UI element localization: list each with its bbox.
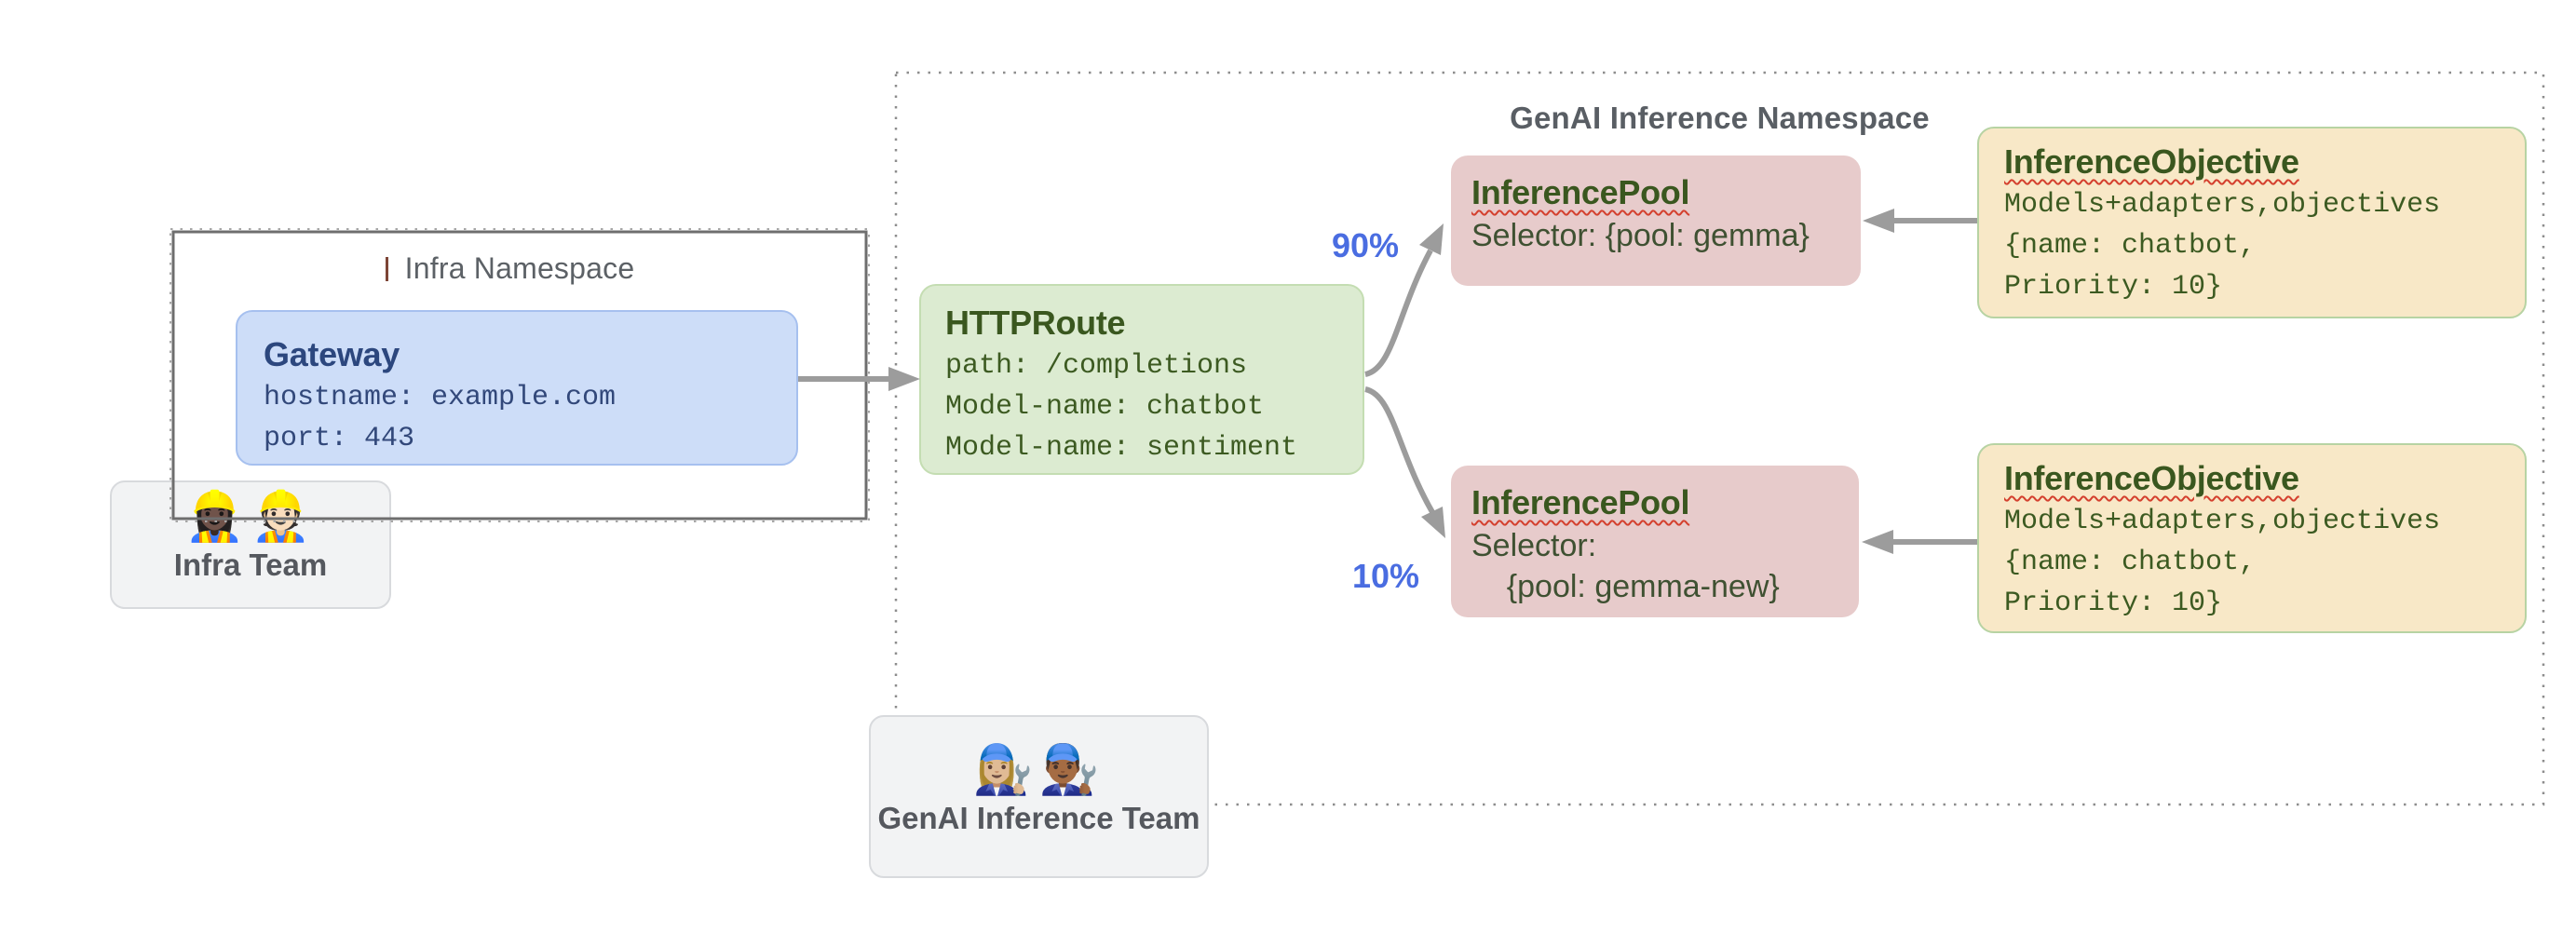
gateway-node: Gateway hostname: example.com port: 443 <box>236 310 798 466</box>
inference-objective-title: InferenceObjective <box>2004 142 2299 181</box>
weight-90-label: 90% <box>1332 226 1400 264</box>
objective-models-line: Models+adapters,objectives <box>2004 189 2441 221</box>
gateway-title: Gateway <box>264 335 400 373</box>
arrowhead-left <box>1863 209 1894 233</box>
gateway-port: port: 443 <box>264 423 415 454</box>
objective-name-line: {name: chatbot, <box>2004 547 2257 578</box>
inference-pool-gemma-new-node: InferencePool Selector: {pool: gemma-new… <box>1451 466 1859 617</box>
inference-objective-title: InferenceObjective <box>2004 459 2299 497</box>
inference-pool-gemma-node: InferencePool Selector: {pool: gemma} <box>1451 156 1861 286</box>
inference-pool-selector: Selector: <box>1471 528 1597 563</box>
infra-team-box: 👷🏿‍♀️👷🏻 Infra Team <box>110 480 391 609</box>
arrowhead-right <box>888 367 920 391</box>
construction-worker-emojis: 👷🏿‍♀️👷🏻 <box>184 490 317 544</box>
httproute-model-sentiment: Model-name: sentiment <box>945 432 1298 464</box>
httproute-model-chatbot: Model-name: chatbot <box>945 391 1265 423</box>
httproute-node: HTTPRoute path: /completions Model-name:… <box>919 284 1364 475</box>
inference-objective-top-node: InferenceObjective Models+adapters,objec… <box>1977 127 2527 318</box>
httproute-title: HTTPRoute <box>945 304 1126 342</box>
infra-team-label: Infra Team <box>173 548 328 582</box>
infra-namespace-title: Infra Namespace <box>404 251 635 285</box>
httproute-to-pool-bottom-arrow <box>1364 386 1435 514</box>
objective-name-line: {name: chatbot, <box>2004 230 2257 262</box>
httproute-path: path: /completions <box>945 350 1248 382</box>
httproute-to-pool-top-arrow <box>1364 249 1433 377</box>
objective-models-line: Models+adapters,objectives <box>2004 506 2441 537</box>
mechanic-emojis: 👩🏼‍🔧👨🏾‍🔧 <box>972 743 1105 797</box>
genai-inference-team-box: 👩🏼‍🔧👨🏾‍🔧 GenAI Inference Team <box>869 715 1209 878</box>
text-cursor <box>386 257 388 281</box>
objective-priority-line: Priority: 10} <box>2004 271 2223 303</box>
inference-objective-bottom-node: InferenceObjective Models+adapters,objec… <box>1977 443 2527 633</box>
arrowhead-up-right <box>1419 223 1444 255</box>
gateway-hostname: hostname: example.com <box>264 382 617 413</box>
genai-team-label: GenAI Inference Team <box>877 801 1200 835</box>
arrowhead-down-right <box>1421 507 1445 538</box>
inference-pool-title: InferencePool <box>1471 483 1690 521</box>
arrowhead-left <box>1862 530 1893 554</box>
inference-pool-title: InferencePool <box>1471 173 1690 211</box>
inference-pool-selector-value: {pool: gemma-new} <box>1471 569 1780 604</box>
inference-pool-selector: Selector: {pool: gemma} <box>1471 218 1810 253</box>
objective-priority-line: Priority: 10} <box>2004 588 2223 619</box>
weight-10-label: 10% <box>1352 557 1420 595</box>
